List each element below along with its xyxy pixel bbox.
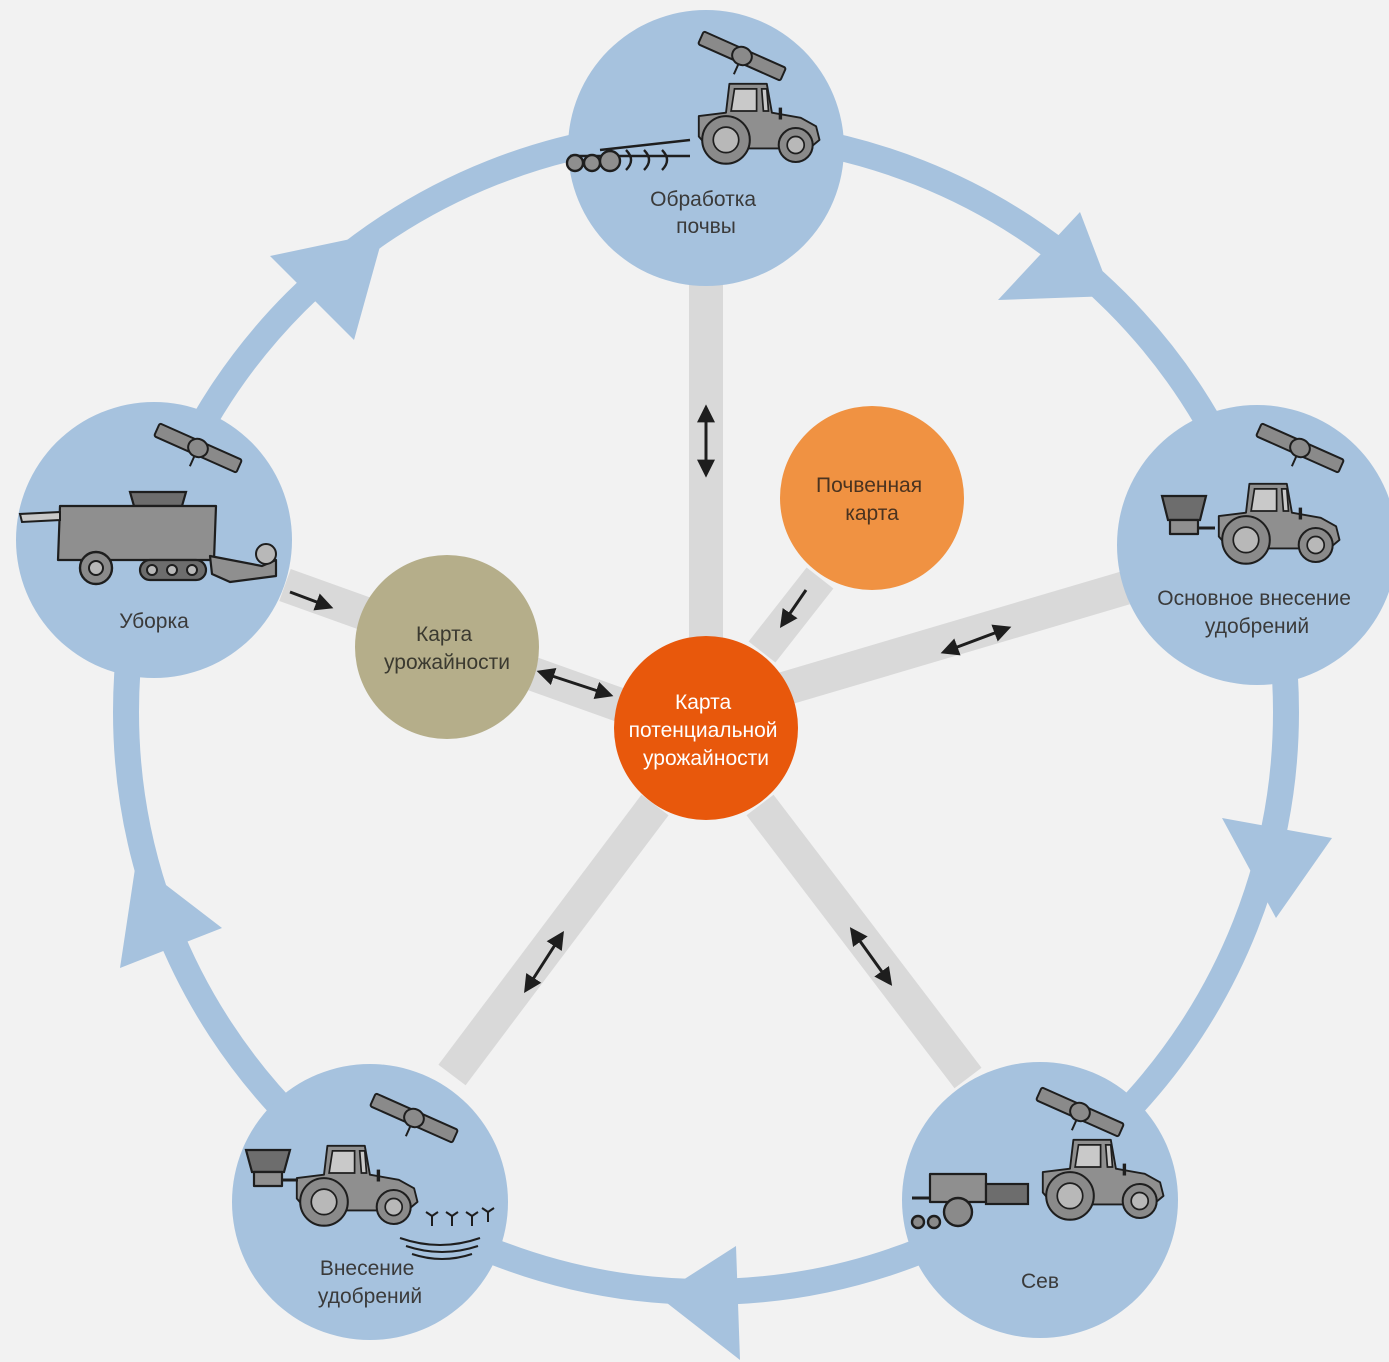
link-arrow-yield [536, 667, 614, 700]
link-arrows [289, 404, 1012, 994]
stage-label: почвы [676, 215, 736, 238]
stage-label: Сев [1021, 1270, 1059, 1293]
stage-label: Обработка [650, 188, 756, 211]
stage-basic-fertilizer: Основное внесение удобрений [1117, 405, 1389, 685]
node-label: Почвенная [816, 474, 922, 497]
combine-harvester-icon [18, 490, 278, 586]
node-label: урожайности [384, 651, 510, 674]
svg-text:Основное внесение удобре: Основное внесение удобрений [1157, 587, 1357, 638]
svg-text:Внесение удобрений: Внесение удобрений [318, 1257, 422, 1308]
node-label: потенциальной [629, 719, 778, 742]
stage-harvest: Уборка [16, 402, 292, 678]
link-arrow-fertilizer-application [524, 930, 564, 994]
seed-drill-icon [910, 1172, 1030, 1230]
stage-label: Внесение [320, 1257, 414, 1280]
node-label: Карта [416, 623, 473, 646]
yield-map-node: Карта урожайности [355, 555, 539, 739]
svg-text:Уборка: Уборка [119, 610, 189, 633]
cycle-arrow-2 [1222, 818, 1332, 918]
node-label: урожайности [643, 747, 769, 770]
svg-text:Сев: Сев [1021, 1270, 1059, 1293]
link-arrow-harvest-to-yield [289, 590, 334, 611]
cycle-arrow-5 [270, 232, 384, 340]
cultivator-icon [565, 138, 691, 173]
cycle-arrow-4 [120, 862, 222, 968]
svg-text:Карта потенциальной: Карта потенциальной урожайности [629, 691, 784, 770]
cycle-arrow-1 [998, 212, 1112, 300]
stage-tillage: Обработка почвы [565, 10, 844, 286]
potential-yield-map-node: Карта потенциальной урожайности [614, 636, 798, 820]
stage-fertilizer-application: Внесение удобрений [232, 1064, 508, 1340]
link-arrow-soil-to-center [779, 589, 808, 628]
link-arrow-sowing [849, 927, 893, 986]
stage-label: удобрений [318, 1285, 422, 1308]
spreader-icon [244, 1148, 298, 1188]
svg-text:Обработка почвы: Обработка почвы [650, 188, 762, 238]
stage-label: удобрений [1205, 615, 1309, 638]
spoke-sowing [746, 794, 982, 1089]
spreader-icon [1160, 494, 1215, 536]
link-arrow-basic-fertilizer [940, 624, 1012, 656]
svg-text:Почвенная карта: Почвенная карта [816, 474, 928, 525]
stage-label: Уборка [119, 610, 189, 633]
stage-label: Основное внесение [1157, 587, 1351, 610]
spoke-basic-fertilizer [775, 571, 1130, 707]
cycle-arrows [120, 212, 1332, 1360]
sprout-icon [399, 1207, 495, 1260]
cycle-arrow-3 [658, 1246, 740, 1360]
stage-sowing: Сев [902, 1062, 1178, 1338]
soil-map-node: Почвенная карта [780, 406, 964, 590]
spoke-soil-map [748, 567, 834, 663]
svg-text:Карта урожайности: Карта урожайности [384, 623, 510, 674]
node-label: Карта [675, 691, 732, 714]
node-label: карта [845, 502, 899, 525]
spoke-fertilizer-application [438, 794, 669, 1086]
